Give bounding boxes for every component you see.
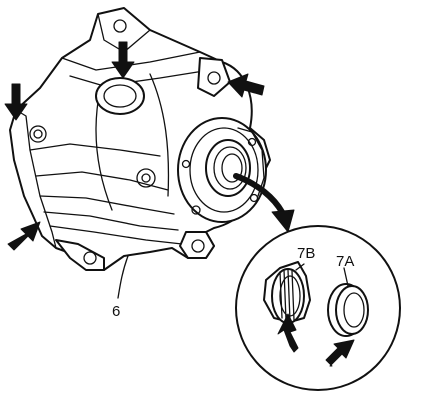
housing-body — [9, 7, 271, 271]
label-bearing-7b: 7B — [297, 245, 315, 262]
needle-bearing-7b — [263, 261, 311, 324]
label-part-6: 6 — [112, 303, 120, 320]
leader-line-6 — [117, 255, 129, 299]
bearing-race-7a — [327, 283, 369, 337]
arrow-7a-icon — [325, 339, 355, 367]
label-bearing-7a: 7A — [336, 253, 354, 270]
arrow-right-left-icon — [227, 73, 265, 98]
arrow-bottom-left-icon — [7, 221, 41, 251]
arrow-left-down-icon — [4, 83, 28, 121]
bearing-detail-view — [235, 225, 401, 391]
arrow-7b-icon — [277, 313, 299, 353]
arrow-top-down-icon — [111, 41, 135, 79]
curved-arrow-to-detail-icon — [233, 173, 295, 233]
